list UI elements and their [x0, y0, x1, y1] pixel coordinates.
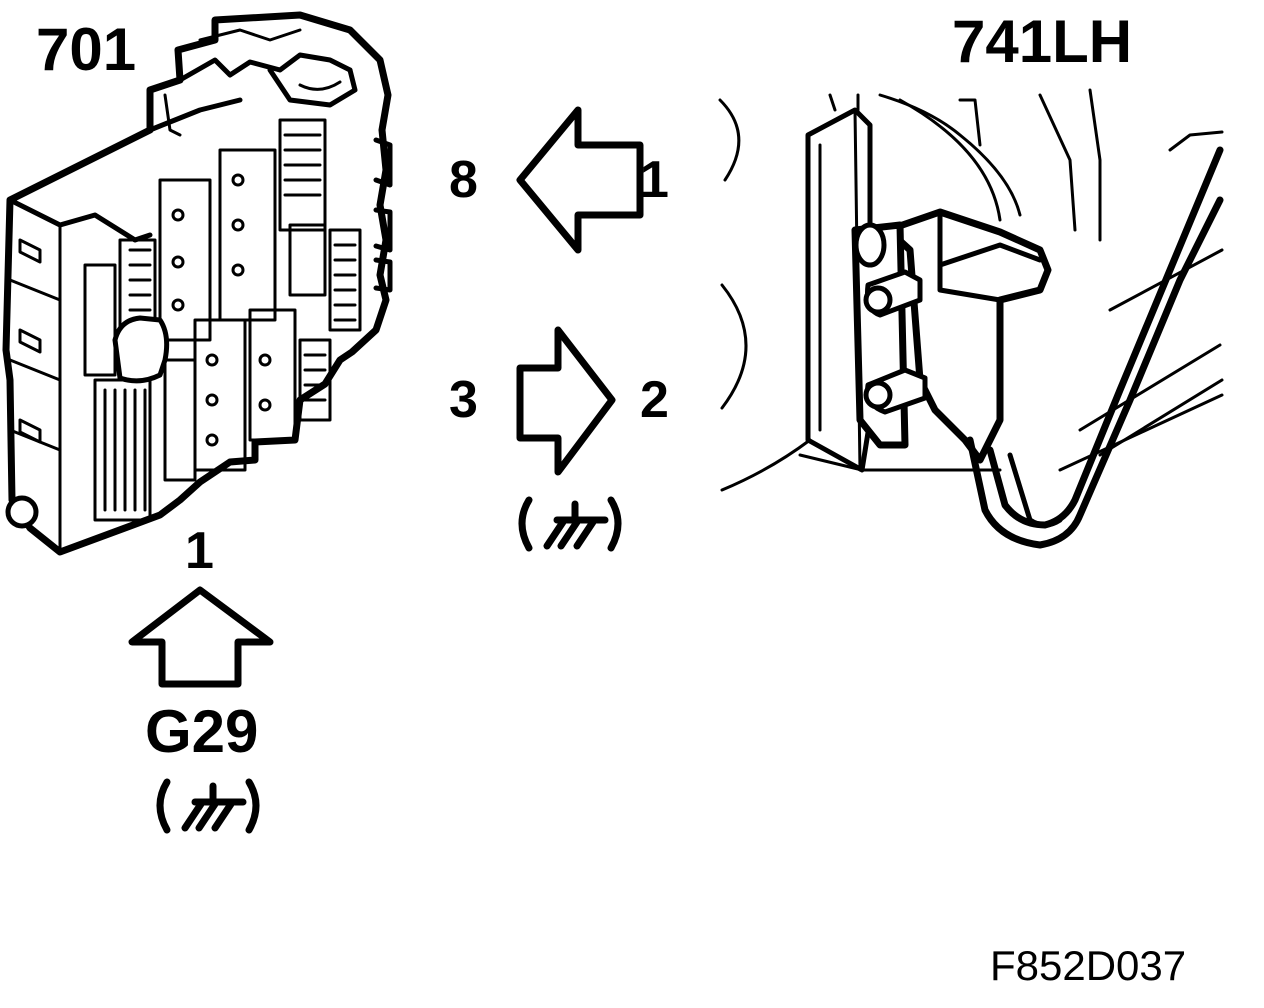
component-label-741lh: 741LH [952, 8, 1132, 75]
figure-id: F852D037 [990, 942, 1186, 989]
arrow-left-icon [516, 106, 644, 254]
ground-symbol-icon [518, 496, 622, 552]
ground-symbol-icon [156, 778, 260, 834]
arrow-up-icon [128, 586, 274, 688]
sensor-741lh-illustration [718, 88, 1224, 549]
ground-point-label-g29: G29 [145, 698, 258, 765]
pin-label-8: 8 [449, 151, 478, 209]
component-label-701: 701 [36, 16, 136, 83]
fuse-box-701-illustration [2, 11, 393, 556]
pin-label-1-top: 1 [640, 151, 669, 209]
arrow-right-icon [516, 326, 616, 476]
pin-label-3: 3 [449, 371, 478, 429]
pin-label-2: 2 [640, 371, 669, 429]
pin-label-1-bottom: 1 [185, 522, 214, 580]
